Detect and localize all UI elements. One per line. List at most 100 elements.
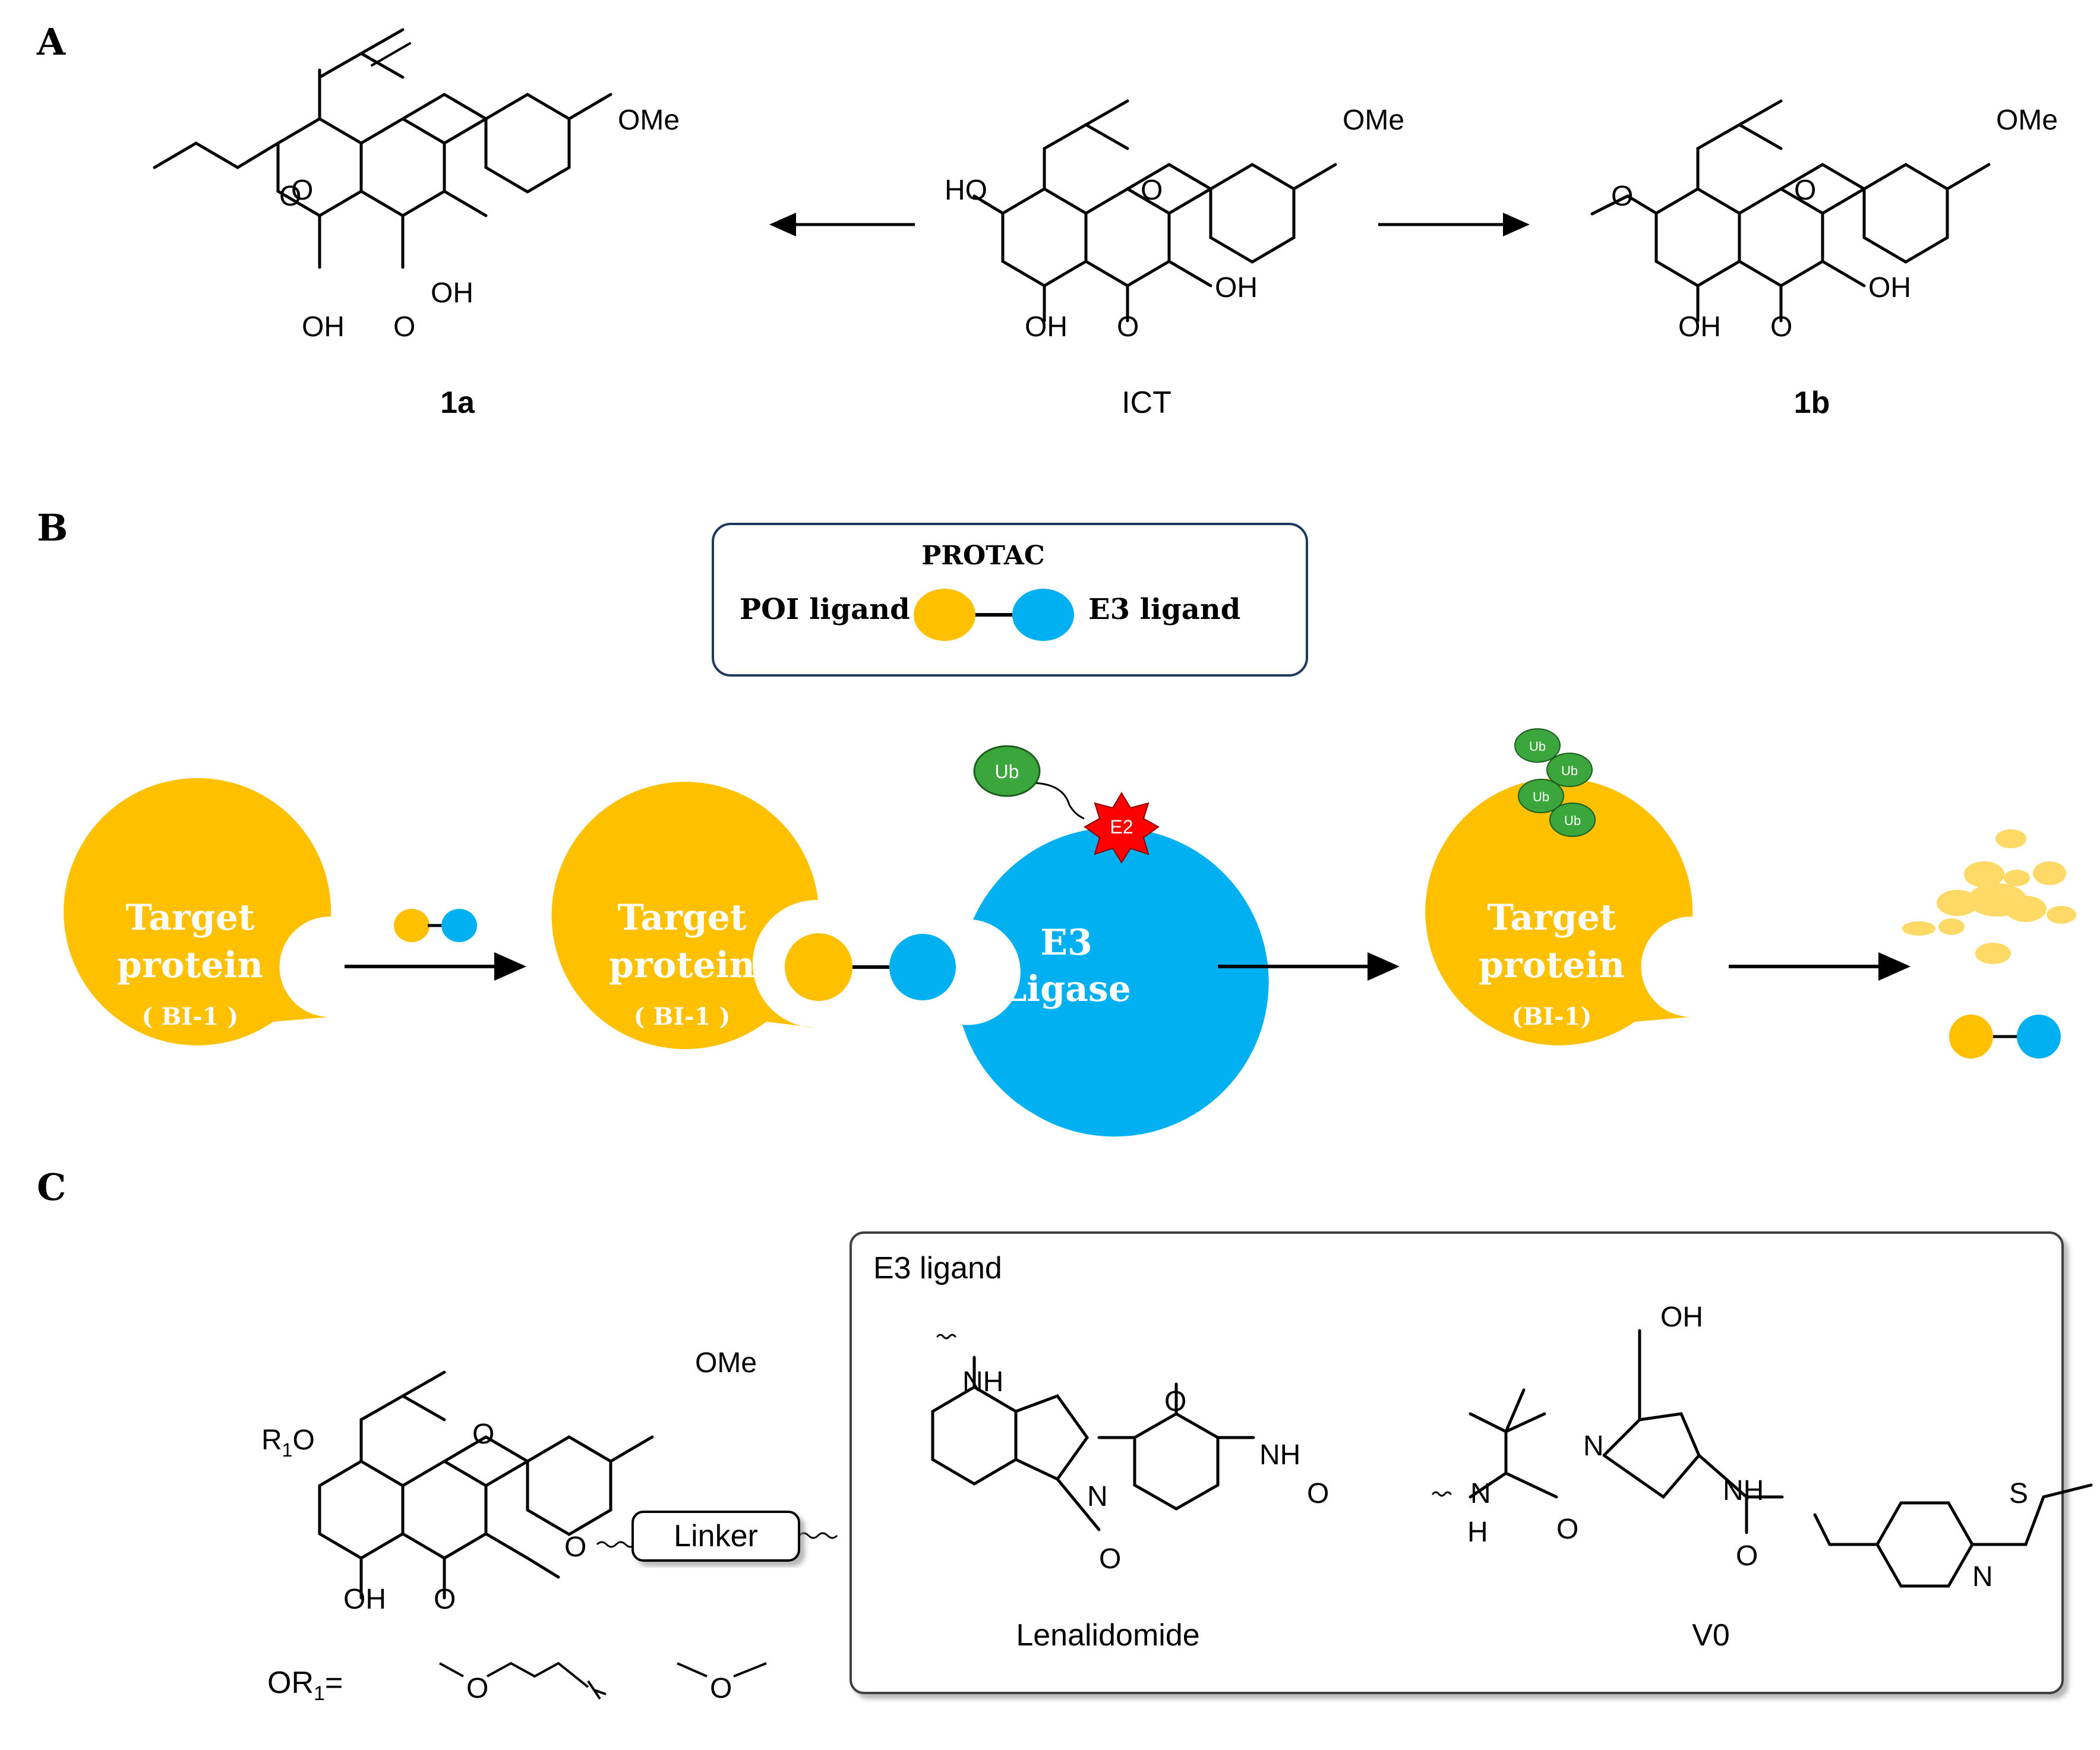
compound-label-1a: 1a	[440, 386, 475, 420]
c-ring-o: O	[472, 1419, 494, 1450]
ub-chain-1	[1514, 728, 1561, 763]
target-protein-1	[64, 778, 331, 1045]
tp2-line1: Target	[617, 897, 747, 939]
c-link-o: O	[564, 1531, 586, 1563]
target-protein-2	[551, 782, 818, 1050]
ub-chain-2	[1546, 753, 1593, 787]
ict-ring-o: O	[1141, 175, 1163, 206]
v0-thiazole-s: S	[2009, 1478, 2028, 1509]
lena-o-top: O	[1164, 1386, 1186, 1417]
e3-line1: E3	[1040, 922, 1092, 964]
compound-label-1b: 1b	[1794, 386, 1830, 420]
e3-box-title: E3 ligand	[873, 1251, 1002, 1285]
ict-oh-3: OH	[1215, 272, 1258, 304]
1b-oh-3: OH	[1868, 272, 1911, 304]
structure-ict	[972, 99, 1337, 323]
protac-e3-label: E3 ligand	[1088, 593, 1240, 626]
lena-o-right: O	[1307, 1478, 1329, 1509]
ub-single-label: Ub	[995, 761, 1019, 782]
lena-nh-imide: NH	[1259, 1439, 1300, 1471]
ict-oh-5: OH	[1025, 311, 1068, 343]
protac-small-poi	[394, 909, 430, 942]
fragment-5	[1937, 890, 1978, 916]
ub-chain-4-label: Ub	[1564, 813, 1581, 828]
recycled-poi-ligand	[1949, 1015, 1993, 1059]
fragment-7	[2005, 896, 2047, 922]
c-r1o: R1O	[261, 1424, 315, 1461]
v0-amide-nh: NH	[1723, 1475, 1764, 1506]
linker-box	[631, 1511, 800, 1562]
protac-poi-label: POI ligand	[740, 593, 910, 626]
e3-ligand-box	[850, 1231, 2064, 1694]
1b-oh-5: OH	[1678, 311, 1721, 343]
tp3-tag: (BI-1)	[1512, 1003, 1592, 1031]
protac-small-e3	[441, 909, 477, 942]
wavy-bond-o-linker	[596, 1541, 636, 1548]
target-protein-3	[1425, 778, 1693, 1045]
fragment-9	[1902, 921, 1935, 936]
ternary-e3-ligand	[889, 934, 956, 1000]
structure-v0	[1432, 1329, 2093, 1588]
v0-pyrrolidine-n: N	[1583, 1430, 1604, 1462]
lenalidomide-label: Lenalidomide	[1016, 1618, 1199, 1653]
fragment-10	[1938, 918, 1965, 935]
ub-chain-4	[1549, 803, 1596, 837]
protac-legend-title: PROTAC	[921, 541, 1044, 571]
1b-ketone-o: O	[1770, 311, 1792, 343]
ict-ho: HO	[945, 175, 987, 206]
ict-ketone-o: O	[1117, 311, 1139, 343]
1a-ome: OMe	[618, 105, 680, 136]
e3-ligase	[962, 827, 1269, 1137]
fragment-11	[1975, 943, 2011, 964]
or1-o-propargyl: O	[466, 1673, 488, 1704]
fragment-3	[2004, 870, 2030, 886]
lena-nh-amine: NH	[962, 1366, 1003, 1398]
ict-ome: OMe	[1343, 105, 1404, 136]
ub-chain-2-label: Ub	[1561, 763, 1578, 778]
fragment-8	[2047, 906, 2076, 924]
tp1-line2: protein	[117, 945, 263, 986]
1a-ring-o: O	[291, 175, 313, 206]
structure-1a	[153, 28, 612, 269]
ub-e2-tether	[1033, 782, 1085, 820]
panel-label-c: C	[37, 1165, 66, 1209]
lena-n: N	[1087, 1481, 1108, 1512]
v0-amide-o-2: O	[1736, 1540, 1758, 1572]
1a-ether-o: O	[279, 181, 301, 212]
1b-ring-o: O	[1794, 175, 1816, 206]
tp1-tag: ( BI-1 )	[142, 1003, 239, 1031]
1a-oh-5: OH	[302, 311, 345, 343]
structure-c-scaffold	[318, 1370, 654, 1600]
tp3-line1: Target	[1487, 897, 1616, 939]
v0-nh-h: H	[1467, 1517, 1488, 1548]
panel-label-a: A	[36, 20, 66, 64]
1a-oh-3: OH	[431, 277, 473, 309]
lena-o-bottom: O	[1099, 1543, 1121, 1575]
v0-oh: OH	[1660, 1302, 1703, 1333]
ub-chain-3-label: Ub	[1533, 789, 1549, 804]
1a-ketone-o: O	[393, 311, 415, 343]
tp2-line2: protein	[609, 945, 755, 986]
c-ome: OMe	[695, 1347, 757, 1379]
linker-label: Linker	[674, 1519, 758, 1553]
e3-line2: Ligase	[1002, 968, 1131, 1010]
1b-ome: OMe	[1996, 105, 2058, 136]
structure-1b	[1590, 99, 1991, 323]
v0-nh: N	[1470, 1478, 1491, 1509]
v0-amide-o-1: O	[1556, 1514, 1578, 1545]
1b-ether-o: O	[1611, 181, 1633, 212]
structure-lenalidomide	[931, 1334, 1255, 1531]
e2-label: E2	[1110, 816, 1133, 838]
legend-poi-ligand	[914, 589, 975, 641]
compound-label-ict: ICT	[1122, 386, 1171, 420]
poly-ub-chain: Ub Ub Ub Ub	[1514, 728, 1596, 837]
or1-methyl-sketch	[677, 1662, 767, 1678]
tp3-line2: protein	[1479, 945, 1625, 986]
tp1-line1: Target	[125, 897, 255, 939]
wavy-bond-linker-e3	[798, 1532, 838, 1539]
or1-label: OR1=	[267, 1666, 343, 1705]
fragment-2	[1964, 861, 2004, 887]
fragment-1	[1995, 829, 2026, 848]
